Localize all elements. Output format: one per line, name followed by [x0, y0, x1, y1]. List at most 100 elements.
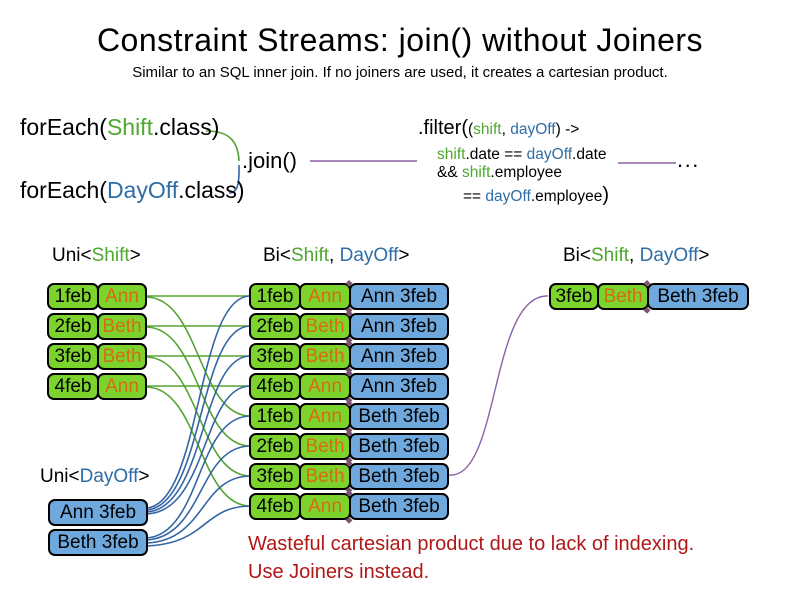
code-text: , — [501, 121, 511, 138]
pair-shift-employee: Beth — [299, 463, 351, 490]
pair-shift-date: 3feb — [249, 463, 301, 490]
dayoff-type-token: DayOff — [79, 466, 139, 487]
pair-dayoff: Beth 3feb — [349, 463, 449, 490]
dayoff-arg-token: dayOff — [526, 146, 573, 163]
label-uni-shift: Uni<Shift> — [52, 245, 141, 267]
shift3-pair7-curve — [146, 356, 251, 477]
code-text: forEach( — [20, 177, 107, 203]
shift-type-token: Shift — [91, 245, 130, 266]
result-dayoff: Beth 3feb — [647, 283, 749, 310]
pair-shift-date: 3feb — [249, 343, 301, 370]
code-ellipsis: ... — [677, 147, 700, 172]
label-text: , — [329, 245, 340, 266]
code-text: forEach( — [20, 114, 107, 140]
dayoff1-pair2-curve — [146, 325, 251, 511]
label-text: > — [129, 245, 141, 266]
pair-shift-date: 1feb — [249, 403, 301, 430]
dayoff-arg-token: dayOff — [485, 188, 531, 205]
dayoff2-pair7-curve — [146, 475, 251, 544]
dayoff1-pair1-curve — [146, 295, 251, 509]
shift1-pair5-curve — [146, 296, 251, 417]
label-text: > — [398, 245, 410, 266]
label-text: Bi< — [263, 245, 291, 266]
dayoff2-pair6-curve — [146, 445, 251, 541]
label-bi-mid: Bi<Shift, DayOff> — [263, 245, 409, 267]
filter-result-curve — [448, 295, 549, 476]
shift-arg-token: shift — [461, 164, 491, 181]
shift-employee: Beth — [97, 313, 147, 340]
code-text: .class) — [152, 114, 220, 140]
pair-shift-employee: Ann — [299, 373, 351, 400]
pair-shift-employee: Ann — [299, 493, 351, 520]
shift-employee: Ann — [97, 373, 147, 400]
code-text: == — [463, 188, 486, 205]
code-text: ) -> — [555, 121, 580, 138]
code-text: && — [437, 164, 462, 181]
label-bi-right: Bi<Shift, DayOff> — [563, 245, 709, 267]
pair-shift-date: 4feb — [249, 373, 301, 400]
label-text: > — [138, 466, 150, 487]
label-text: Bi< — [563, 245, 591, 266]
pair-dayoff: Ann 3feb — [349, 313, 449, 340]
dayoff-type-token: DayOff — [339, 245, 399, 266]
dayoff2-pair5-curve — [146, 415, 251, 539]
pair-shift-employee: Ann — [299, 403, 351, 430]
code-filter-line2: shift.date == dayOff.date — [437, 146, 607, 164]
pair-shift-employee: Beth — [299, 343, 351, 370]
dayoff-value: Beth 3feb — [48, 529, 148, 556]
dayoff-type-token: DayOff — [639, 245, 699, 266]
shift-employee: Ann — [97, 283, 147, 310]
shift-class-token: Shift — [106, 114, 153, 140]
page-title: Constraint Streams: join() without Joine… — [96, 22, 704, 58]
dayoff-row: Ann 3feb — [48, 499, 148, 526]
code-text: .date — [572, 146, 607, 163]
code-filter-line4: == dayOff.employee) — [463, 184, 609, 207]
shift-employee: Beth — [97, 343, 147, 370]
result-shift-date: 3feb — [549, 283, 599, 310]
dayoff-arg-token: dayOff — [510, 121, 556, 138]
pair-shift-employee: Beth — [299, 313, 351, 340]
shift4-pair8-curve — [146, 386, 251, 507]
code-text: .filter( — [418, 117, 468, 139]
pair-shift-date: 2feb — [249, 433, 301, 460]
result-shift-employee: Beth — [597, 283, 649, 310]
pair-shift-employee: Ann — [299, 283, 351, 310]
shift-type-token: Shift — [591, 245, 630, 266]
shift2-pair6-curve — [146, 326, 251, 447]
pair-dayoff: Ann 3feb — [349, 373, 449, 400]
label-text: , — [629, 245, 640, 266]
pair-dayoff: Ann 3feb — [349, 283, 449, 310]
code-text: .date == — [465, 146, 527, 163]
pair-shift-employee: Beth — [299, 433, 351, 460]
shift-date: 4feb — [47, 373, 99, 400]
dayoff-value: Ann 3feb — [48, 499, 148, 526]
shift-date: 3feb — [47, 343, 99, 370]
dayoff1-pair3-curve — [146, 355, 251, 513]
warning-line-1: Wasteful cartesian product due to lack o… — [248, 533, 695, 555]
pair-dayoff: Beth 3feb — [349, 493, 449, 520]
shift-arg-token: shift — [437, 146, 466, 163]
dayoff2-pair8-curve — [146, 505, 251, 547]
page-subtitle: Similar to an SQL inner join. If no join… — [132, 64, 668, 81]
pair-shift-date: 4feb — [249, 493, 301, 520]
shift-date: 2feb — [47, 313, 99, 340]
warning-line-2: Use Joiners instead. — [248, 561, 430, 583]
code-foreach-dayoff: forEach(DayOff.class) — [20, 177, 245, 204]
pair-dayoff: Beth 3feb — [349, 403, 449, 430]
label-text: Uni< — [52, 245, 92, 266]
code-filter-line1: .filter((shift, dayOff) -> — [418, 117, 579, 140]
dayoff1-pair4-curve — [146, 385, 251, 515]
code-text: .class) — [178, 177, 245, 203]
label-text: Uni< — [40, 466, 80, 487]
